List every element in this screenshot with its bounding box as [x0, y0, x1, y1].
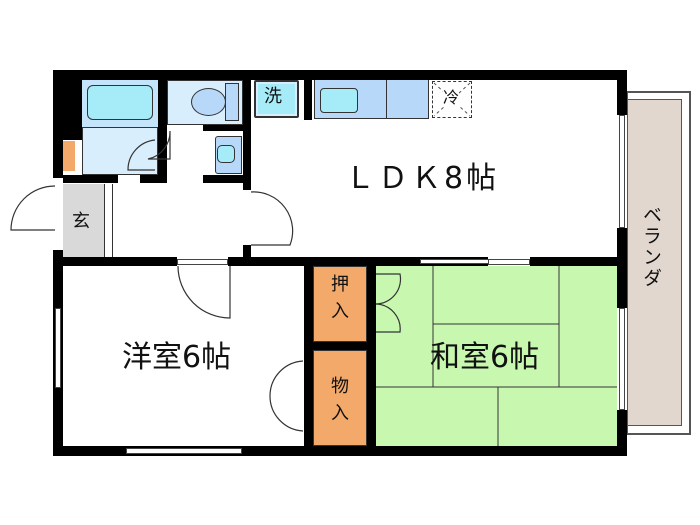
oshiire-label-top: 押 [331, 274, 349, 295]
wall-left-upper [53, 70, 63, 178]
wall-hall-right-lower [243, 245, 251, 266]
shoe-cabinet [63, 141, 75, 171]
wall-right-lower [617, 410, 627, 456]
counter-divider [386, 79, 387, 119]
wall-western-right [304, 257, 313, 456]
window-western-left [55, 308, 61, 388]
fridge-label: 冷 [443, 88, 460, 107]
toilet-bowl-icon [191, 88, 226, 116]
wall-closet-divider [304, 342, 376, 350]
wall-bath-right [158, 70, 167, 183]
oshiire-label-bottom: 入 [331, 301, 349, 322]
monoire-label-bottom: 入 [331, 403, 349, 424]
wall-hall-bottom-seg [203, 175, 251, 183]
window-japanese-right [619, 308, 625, 410]
veranda-label: ベランダ [640, 205, 662, 289]
washer-label: 洗 [264, 86, 282, 107]
wall-left-inner-bath [63, 70, 82, 140]
window-western-bottom [126, 448, 242, 454]
wall-right-upper [617, 70, 627, 115]
japanese-room [376, 266, 617, 446]
tatami-lines [376, 266, 617, 446]
wall-top [53, 70, 627, 80]
wall-right-mid [617, 228, 627, 308]
closet-oshiire [313, 266, 367, 342]
genkan-step [105, 184, 113, 257]
wall-mid-horizontal-left [53, 257, 177, 266]
closet-monoire [313, 350, 367, 446]
western-room-label: 洋室6帖 [122, 340, 232, 375]
monoire-label-top: 物 [331, 376, 349, 397]
wall-bath-bottom [63, 175, 118, 183]
veranda [627, 99, 682, 426]
japanese-room-label: 和室6帖 [430, 340, 540, 375]
wall-bath-bottom2 [140, 175, 167, 183]
kitchen-sink-icon [320, 88, 358, 113]
wall-washer-left [304, 80, 312, 120]
wall-closet-right [367, 257, 376, 456]
wall-toilet-bottom-right [203, 125, 243, 131]
wall-bottom [53, 446, 627, 456]
door-frame-hall-bottom [488, 259, 530, 265]
genkan [63, 184, 105, 257]
wall-mid-horizontal-right [530, 257, 627, 266]
wall-mid-horizontal-mid [228, 257, 488, 266]
wash-basin-bowl-icon [217, 145, 235, 163]
ldk-label: ＬＤＫ8帖 [345, 161, 500, 196]
wall-toilet-right [243, 70, 251, 190]
bathtub-icon [87, 85, 153, 120]
window-ldk-right [619, 115, 625, 228]
door-frame-western [177, 259, 228, 265]
genkan-label: 玄 [72, 211, 90, 232]
washer-icon [254, 80, 299, 118]
